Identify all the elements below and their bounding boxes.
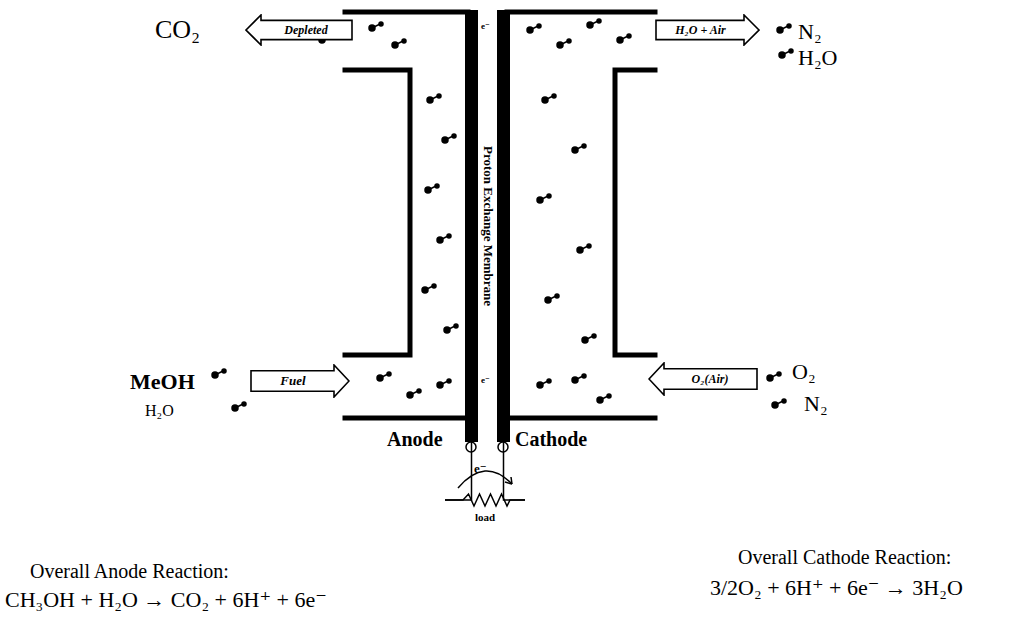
arrow-label: O₂(Air) <box>692 372 729 387</box>
molecule-atom <box>417 389 421 393</box>
reaction-text: CH₃OH + H₂O → CO₂ + 6H⁺ + 6e⁻ <box>5 588 327 612</box>
molecule-atom <box>607 394 611 398</box>
electrode-label: Anode <box>387 428 443 451</box>
molecule-atom <box>379 22 383 26</box>
arrow-label: H₂O + Air <box>675 23 726 38</box>
molecule-atom <box>777 372 781 376</box>
species-label: MeOH <box>130 370 195 394</box>
molecule-atom <box>582 144 586 148</box>
molecule-atom <box>782 399 786 403</box>
arrow-shape <box>649 363 757 395</box>
species-label: H₂O <box>145 402 174 420</box>
molecule-atom <box>387 372 391 376</box>
molecule-atom <box>537 24 541 28</box>
molecule-atom <box>587 244 591 248</box>
reaction-text: Overall Anode Reaction: <box>30 560 229 582</box>
electrode-bar: Anode <box>465 10 478 442</box>
electrode-bar: Cathode <box>497 10 510 442</box>
electron-label: e⁻ <box>481 376 490 386</box>
molecule-atom <box>567 39 571 43</box>
flow-arrow: O₂(Air) <box>648 362 758 396</box>
molecule-atom <box>592 334 596 338</box>
molecule-atom <box>789 49 793 53</box>
species-label: O₂ <box>792 360 816 384</box>
molecule-atom <box>447 234 451 238</box>
molecule-atom <box>454 324 458 328</box>
molecule-atom <box>627 34 631 38</box>
molecule-atom <box>787 24 791 28</box>
arrow-label: Depleted <box>284 23 327 38</box>
molecule-atom <box>582 374 586 378</box>
molecule-atom <box>597 19 601 23</box>
membrane-label: Proton Exchange Membrane <box>481 146 494 306</box>
molecule-atom <box>437 94 441 98</box>
flow-arrow: Fuel <box>250 364 350 398</box>
molecule-atom <box>547 379 551 383</box>
cathode-channel-wall <box>507 12 655 418</box>
species-label: N₂ <box>804 392 828 416</box>
molecule-atom <box>222 369 226 373</box>
arrow-shape <box>246 15 352 45</box>
electron-label: e⁻ <box>481 22 490 32</box>
arrow-shape <box>251 365 349 397</box>
molecule-atom <box>552 94 556 98</box>
molecule-atom <box>452 134 456 138</box>
load-label: load <box>475 511 495 523</box>
circuit-wire <box>504 442 526 500</box>
electron-label: e⁻ <box>474 462 487 476</box>
flow-arrow: Depleted <box>245 14 353 46</box>
molecule-atom <box>402 39 406 43</box>
arrow-shape <box>656 15 759 45</box>
molecule-atom <box>242 402 246 406</box>
molecule-atom <box>555 294 559 298</box>
molecule-atom <box>435 184 439 188</box>
reaction-text: 3/2O₂ + 6H⁺ + 6e⁻ → 3H₂O <box>710 576 963 600</box>
anode-channel-wall <box>345 12 468 418</box>
molecule-atom <box>432 284 436 288</box>
molecule-atom <box>547 194 551 198</box>
flow-arrow: H₂O + Air <box>655 14 760 46</box>
load-resistor: load <box>445 490 525 526</box>
arrow-label: Fuel <box>280 373 305 389</box>
resistor-symbol <box>445 490 525 510</box>
electrode-label: Cathode <box>515 428 587 451</box>
species-label: H₂O <box>798 46 837 70</box>
reaction-text: Overall Cathode Reaction: <box>738 546 951 568</box>
circuit-wire <box>445 442 472 500</box>
resistor-zigzag <box>445 494 525 506</box>
molecule-atom <box>447 379 451 383</box>
species-label: CO₂ <box>155 16 200 45</box>
electron-flow-head <box>505 477 512 484</box>
species-label: N₂ <box>798 20 822 44</box>
